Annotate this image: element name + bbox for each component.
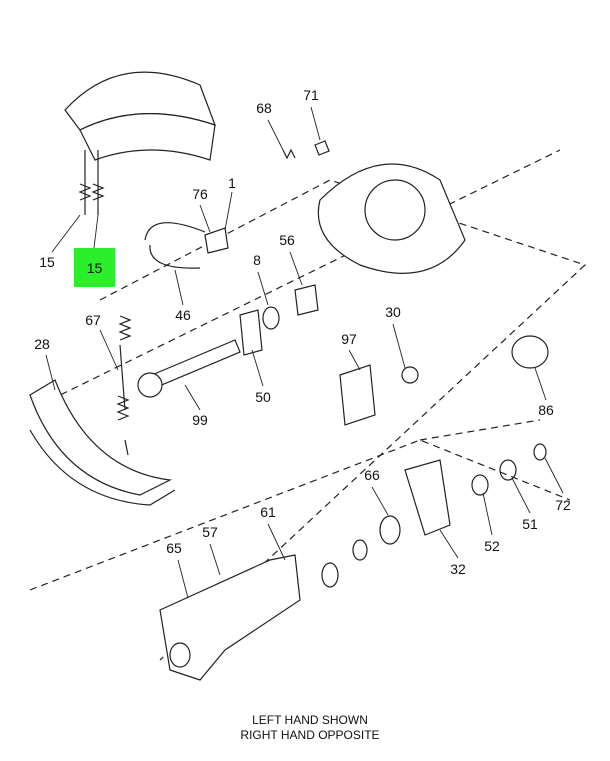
bracket-50 — [239, 309, 263, 356]
washer-51 — [499, 459, 517, 481]
caption-right-hand: RIGHT HAND OPPOSITE — [240, 728, 380, 742]
spring-67 — [116, 315, 132, 456]
bushing — [321, 562, 339, 588]
chamber-86 — [511, 335, 549, 369]
callout-57[interactable]: 57 — [202, 524, 218, 540]
callout-1[interactable]: 1 — [228, 175, 236, 191]
assembly-lines — [29, 149, 587, 661]
leader-lines — [45, 106, 564, 599]
hose — [144, 222, 206, 269]
callout-28[interactable]: 28 — [34, 336, 50, 352]
brake-shoe-lower — [29, 379, 176, 506]
clip-72 — [533, 443, 547, 461]
axle-housing — [317, 163, 466, 274]
callout-32[interactable]: 32 — [450, 561, 466, 577]
callout-76[interactable]: 76 — [192, 186, 208, 202]
callout-15-highlighted[interactable]: 15 — [74, 248, 115, 287]
callout-66[interactable]: 66 — [364, 467, 380, 483]
pin-97 — [339, 364, 376, 426]
callout-52[interactable]: 52 — [484, 538, 500, 554]
caption-left-hand: LEFT HAND SHOWN — [252, 713, 368, 727]
clip-76 — [204, 227, 229, 254]
callout-67[interactable]: 67 — [85, 312, 101, 328]
callout-46[interactable]: 46 — [175, 307, 191, 323]
callout-99[interactable]: 99 — [192, 412, 208, 428]
fitting-68 — [282, 148, 296, 160]
brake-shoe-upper — [64, 71, 217, 161]
camshaft — [137, 339, 241, 398]
callout-56[interactable]: 56 — [279, 232, 295, 248]
callout-51[interactable]: 51 — [522, 516, 538, 532]
callout-97[interactable]: 97 — [341, 331, 357, 347]
callout-30[interactable]: 30 — [385, 304, 401, 320]
callout-50[interactable]: 50 — [255, 389, 271, 405]
fitting-71 — [314, 140, 330, 156]
slack-adjuster-32 — [404, 459, 451, 536]
callout-65[interactable]: 65 — [166, 540, 182, 556]
washer-66 — [379, 515, 401, 545]
ring-30 — [401, 366, 419, 384]
callout-8[interactable]: 8 — [253, 252, 261, 268]
callout-15[interactable]: 15 — [39, 254, 55, 270]
seal — [352, 539, 368, 561]
callout-86[interactable]: 86 — [538, 402, 554, 418]
washer-52 — [471, 474, 489, 496]
bushing-8 — [262, 306, 280, 330]
callout-71[interactable]: 71 — [303, 87, 319, 103]
springs-15 — [78, 150, 105, 215]
bushing-56 — [294, 284, 319, 316]
callout-68[interactable]: 68 — [256, 100, 272, 116]
callout-72[interactable]: 72 — [555, 497, 571, 513]
callout-61[interactable]: 61 — [260, 504, 276, 520]
bracket-61 — [159, 554, 301, 681]
